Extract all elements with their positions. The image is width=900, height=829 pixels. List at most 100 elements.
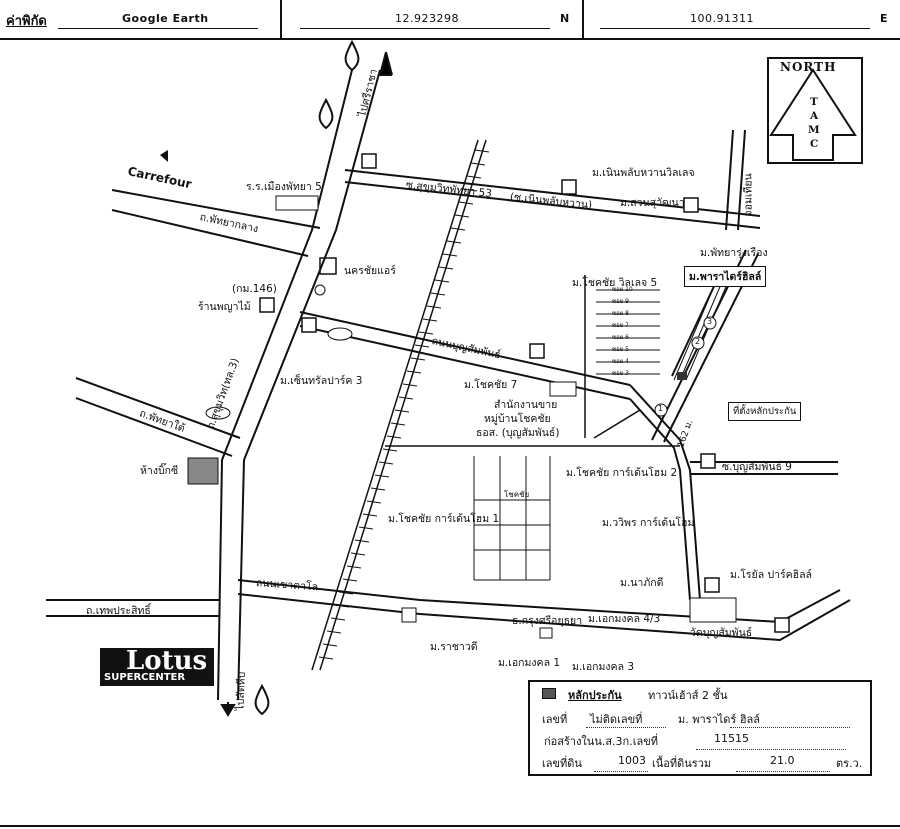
pattaya-klang-road-top [111, 189, 321, 229]
north-label: NORTH [780, 60, 837, 74]
jomtien-road [725, 129, 734, 231]
legend-no-value: ไม่ติดเลขที่ [590, 713, 643, 726]
khao-talo-road-bottom [237, 593, 851, 642]
south-direction-arrow [220, 702, 236, 717]
collateral-legend: หลักประกัน ทาวน์เฮ้าส์ 2 ชั้น เลขที่ ไม่… [528, 680, 872, 776]
coord-source: Google Earth [122, 12, 209, 25]
roundabout-icon [314, 284, 326, 296]
ekmongkol3-label: ม.เอกมงคล 3 [572, 661, 635, 673]
soi-label: ซอย 10 [612, 286, 633, 293]
legend-title: หลักประกัน [568, 689, 622, 702]
landmark-icon [401, 607, 417, 623]
seven-eleven-icon [704, 577, 720, 593]
gas-station-icon [344, 40, 360, 72]
legend-land-label: เลขที่ดิน [542, 757, 582, 770]
seven-eleven-icon [301, 317, 317, 333]
lotus-small-label: SUPERCENTER [104, 672, 186, 683]
landmark-location-label: ที่ตั้งหลักประกัน [728, 402, 802, 421]
soi-label: ซอย 7 [612, 322, 629, 329]
legend-permit-value: 11515 [714, 732, 749, 745]
rachawadee-label: ม.ราชาวดี [430, 641, 478, 653]
route-marker-label-2: 2 [695, 337, 701, 346]
boonsamphan-east-bottom [629, 398, 691, 601]
legend-land-value: 1003 [618, 754, 646, 767]
esso-icon [327, 327, 353, 341]
gas-station-icon [254, 683, 270, 716]
restaurant-icon [259, 297, 275, 313]
sukhumvit-road-left [217, 69, 353, 701]
coordinate-header: ค่าพิกัด Google Earth 12.923298 N 100.91… [0, 0, 900, 40]
seven-eleven-icon [774, 617, 790, 633]
map-canvas [46, 40, 863, 717]
north-letter-c: C [810, 138, 819, 150]
legend-area-unit: ตร.ว. [836, 757, 863, 770]
school-label: ร.ร.เมืองพัทยา 5 [246, 181, 322, 193]
bigc-logo-icon [187, 457, 219, 485]
north-arrow [767, 57, 863, 164]
khao-talo-road-top [237, 579, 841, 624]
road-to-sattahip: ไปสัตหีบ [234, 671, 248, 711]
soi-grid [596, 289, 660, 375]
chokchai-garden2-label: ม.โชคชัย การ์เด้นโฮม 2 [566, 467, 678, 479]
pattaya-tai-road-top [75, 377, 241, 439]
gas-station-icons [254, 40, 360, 716]
seven-eleven-icon [700, 453, 716, 469]
chokchai-garden1-label: ม.โชคชัย การ์เด้นโฮม 1 [388, 513, 500, 525]
school-building-icon [275, 195, 319, 211]
legend-no-label: เลขที่ [542, 713, 568, 726]
legend-permit-label: ก่อสร้างในน.ส.3ก.เลขที่ [544, 735, 658, 748]
wat-label: วัดบุญสัมพันธ์ [690, 627, 753, 639]
route-marker-3 [703, 316, 717, 330]
wariphon-label: ม.ววิพร การ์เด้นโฮม [602, 517, 695, 529]
road-boonsamphan9: ซ.บุญสัมพันธ์ 9 [722, 461, 792, 473]
soi-labels: ซอย 10 ซอย 9 ซอย 8 ซอย 7 ซอย 6 ซอย 5 ซอย… [612, 284, 633, 380]
jomtien-road-2 [737, 129, 746, 231]
route-marker-1 [654, 403, 668, 417]
legend-area-label: เนื้อที่ดินรวม [652, 757, 712, 770]
pattaya-klang-road-bottom [111, 209, 309, 257]
restaurant-label: ร้านพญาไม้ [198, 301, 251, 313]
krungsri-label: ธ.กรุงศรีอยุธยา [512, 615, 583, 627]
bigc-label: ห้างบิ๊กซี [140, 465, 179, 477]
soi-label: ซอย 4 [612, 358, 629, 365]
lotus-big-label: Lotus [126, 646, 208, 676]
sales-office-icon [549, 381, 577, 397]
longitude-value: 100.91311 [690, 12, 754, 25]
bus-icon [319, 257, 337, 275]
sales-road-2 [593, 409, 641, 439]
chokchai-village5-label: ม.โชคชัย วิลเลจ 5 [572, 277, 658, 289]
carrefour-logo-icon [160, 150, 168, 162]
route-marker-2 [691, 336, 705, 350]
seven-eleven-icon [529, 343, 545, 359]
north-direction-arrow [378, 51, 393, 76]
seven-eleven-icon [361, 153, 377, 169]
road-jomtien: จอมเทียน [742, 173, 755, 217]
lotus-logo-icon [100, 648, 214, 686]
boonsamphan-road-top [299, 311, 631, 386]
longitude-dir: E [880, 12, 889, 25]
noenphlapwan-village-label: ม.เนินพลับหวานวิลเลจ [592, 167, 695, 179]
seven-eleven-icons [301, 153, 790, 633]
ekmongkol1-label: ม.เอกมงคล 1 [498, 657, 561, 669]
esso-icon [205, 406, 231, 420]
ekmongkol43-label: ม.เอกมงคล 4/3 [588, 613, 661, 625]
soi-53-road-bottom [344, 181, 761, 229]
pattaya-rueang-label: ม.พัทยารุ่งเรือง [700, 247, 768, 259]
nakhonchai-label: นครชัยแอร์ [344, 265, 396, 277]
bottom-border [0, 825, 900, 827]
road-thepprasit: ถ.เทพประสิทธิ์ [86, 605, 151, 617]
paradise-hills-label: ม.พาราไดร์ฮิลล์ [684, 266, 767, 287]
gas-station-icon [318, 97, 334, 130]
suanthurawat-label: ม.สวนสุวัฒนา [620, 197, 685, 209]
sales-office-line1: สำนักงานขาย [494, 399, 558, 411]
paradise-hills-block [671, 281, 729, 381]
latitude-dir: N [560, 12, 570, 25]
temple-icon [689, 597, 737, 623]
railway [311, 139, 490, 671]
chokchai-garden-grid [473, 456, 551, 581]
north-letter-t: T [810, 96, 818, 108]
coord-label: ค่าพิกัด [6, 14, 47, 29]
pattaya-tai-road-bottom [75, 397, 233, 457]
soi-label: ซอย 5 [612, 346, 629, 353]
napakdee-label: ม.นาภักดี [620, 577, 664, 589]
